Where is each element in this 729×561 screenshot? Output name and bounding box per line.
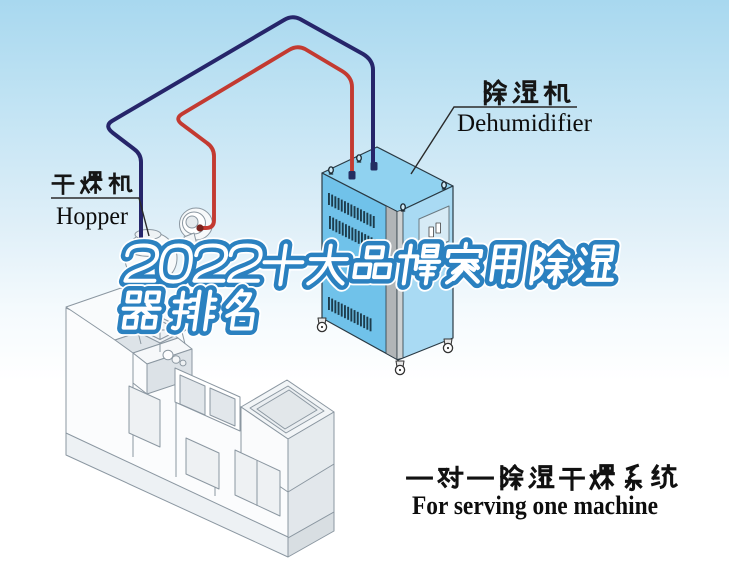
svg-text:For serving one machine: For serving one machine — [412, 491, 658, 520]
svg-text:Dehumidifier: Dehumidifier — [457, 110, 593, 137]
svg-text:Hopper: Hopper — [56, 203, 129, 230]
